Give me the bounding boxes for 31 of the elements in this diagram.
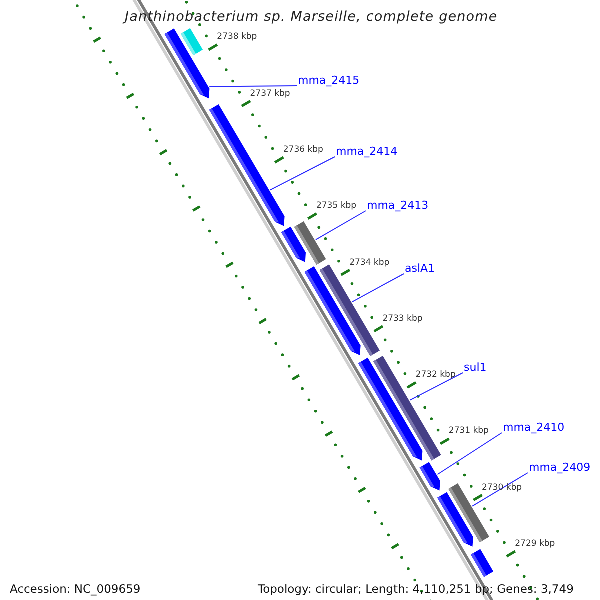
accession-text: Accession: NC_009659 — [10, 584, 141, 596]
leader-line — [352, 274, 404, 302]
gene-segment — [164, 28, 210, 99]
gene-segment — [209, 104, 285, 226]
scale-label: 2736 kbp — [283, 146, 324, 155]
gene-label: mma_2415 — [298, 75, 360, 86]
gene-label: aslA1 — [405, 263, 436, 274]
scale-label: 2731 kbp — [448, 427, 489, 436]
gene-segment — [438, 492, 474, 547]
leader-line — [472, 472, 528, 507]
gene-label: mma_2413 — [367, 200, 429, 211]
scale-label: 2738 kbp — [217, 33, 258, 42]
gene-segment — [420, 462, 440, 491]
scale-label: 2730 kbp — [482, 484, 522, 492]
leader-line — [209, 86, 298, 88]
scale-label: 2735 kbp — [316, 202, 357, 211]
scale-label: 2737 kbp — [250, 90, 290, 98]
gene-segment — [374, 356, 442, 461]
leader-line — [410, 372, 464, 401]
gene-label: mma_2410 — [503, 422, 565, 433]
scale-label: 2734 kbp — [350, 258, 390, 268]
scale-label: 2733 kbp — [382, 314, 423, 324]
gene-label: sul1 — [464, 362, 487, 373]
gene-label: mma_2409 — [529, 462, 591, 473]
leader-line — [437, 432, 502, 476]
gene-segment — [471, 549, 494, 578]
leader-line — [270, 156, 336, 191]
gene-label: mma_2414 — [336, 146, 398, 157]
scale-label: 2729 kbp — [515, 540, 556, 549]
scale-label: 2732 kbp — [416, 371, 456, 380]
gene-segment — [281, 226, 306, 262]
